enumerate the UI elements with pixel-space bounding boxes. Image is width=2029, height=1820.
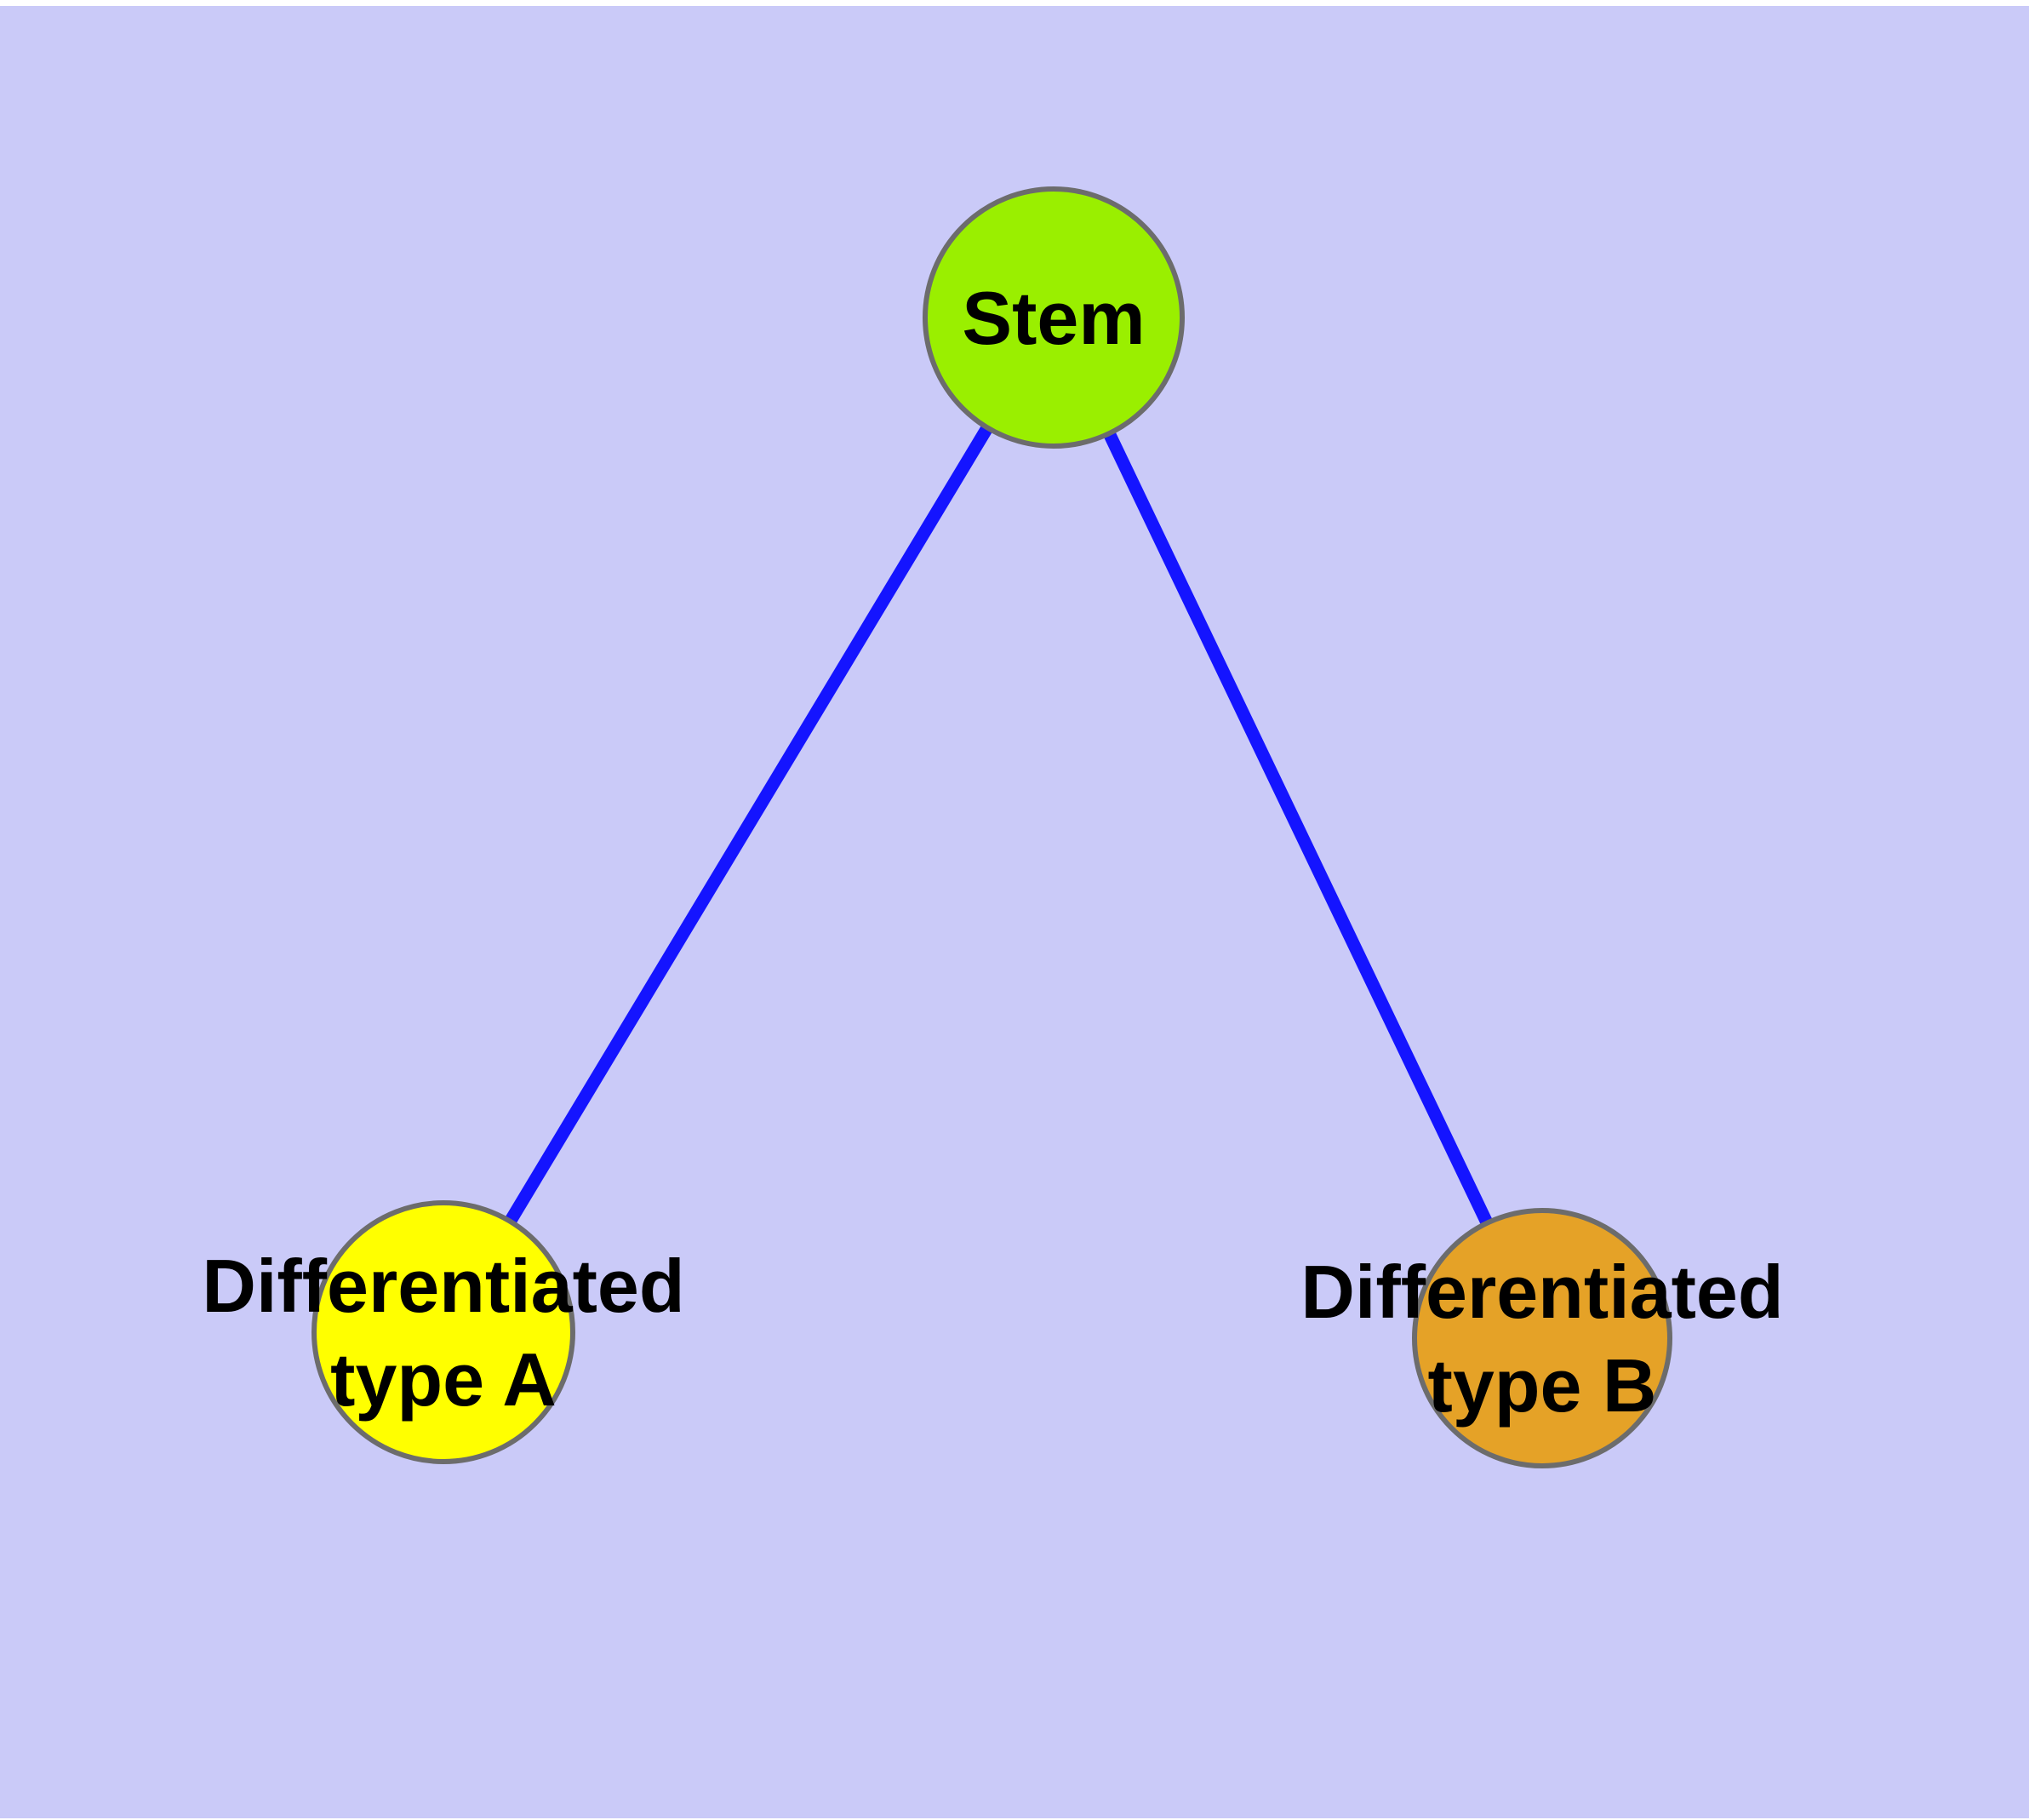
edge-stem-to-differentiated-type-b xyxy=(1048,314,1548,1342)
node-label-line-differentiated-type-a-1: type A xyxy=(330,1337,557,1422)
node-stem xyxy=(923,186,1185,449)
node-differentiated-type-b xyxy=(1412,1208,1672,1468)
node-layer xyxy=(311,186,1672,1468)
node-label-line-stem-0: Stem xyxy=(962,276,1145,360)
node-label-line-differentiated-type-b-0: Differentiated xyxy=(1300,1250,1783,1334)
node-label-line-differentiated-type-b-1: type B xyxy=(1428,1343,1657,1428)
node-label-differentiated-type-b: Differentiated type B xyxy=(1300,1250,1783,1428)
node-label-stem: Stem xyxy=(962,276,1145,360)
node-differentiated-type-a xyxy=(311,1200,575,1464)
node-label-line-differentiated-type-a-0: Differentiated xyxy=(202,1244,684,1328)
edge-stem-to-differentiated-type-a xyxy=(437,314,1060,1336)
edge-layer xyxy=(437,314,1548,1342)
node-label-differentiated-type-a: Differentiated type A xyxy=(202,1244,684,1422)
